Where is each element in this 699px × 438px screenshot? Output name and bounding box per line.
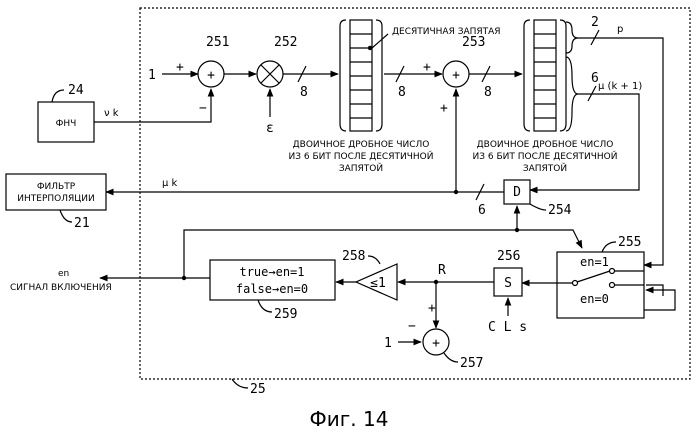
- r-label: R: [438, 263, 446, 278]
- width-8c: 8: [484, 85, 492, 100]
- sample-ref: 256: [497, 249, 520, 264]
- interp-line1: ФИЛЬТР: [37, 182, 76, 192]
- adder253-plus2: +: [440, 101, 448, 116]
- adder253-ref: 253: [462, 35, 485, 50]
- reg2-note-1: ДВОИЧНОЕ ДРОБНОЕ ЧИСЛО: [477, 140, 614, 150]
- logic-line2: false→en=0: [236, 282, 308, 296]
- adder251-minus: −: [199, 101, 207, 116]
- junction-mu-k: [454, 190, 458, 194]
- adder253-symbol: +: [452, 68, 460, 83]
- lpf-label: ФНЧ: [56, 119, 77, 129]
- epsilon-label: ε: [266, 121, 274, 136]
- comp-ref: 258: [342, 249, 365, 264]
- width-8a: 8: [300, 85, 308, 100]
- interp-line2: ИНТЕРПОЛЯЦИИ: [17, 194, 94, 204]
- adder257-ref: 257: [460, 356, 483, 371]
- adder251-plus: +: [176, 60, 184, 75]
- adder257-input: 1: [384, 336, 392, 351]
- register-1: [340, 20, 388, 131]
- interp-filter-block: ФИЛЬТР ИНТЕРПОЛЯЦИИ 21: [6, 174, 106, 231]
- switch-255: en=1 en=0 255: [557, 235, 644, 318]
- adder-257: + 257: [423, 329, 483, 371]
- figure-caption: Фиг. 14: [310, 407, 389, 431]
- mult252-ref: 252: [274, 35, 297, 50]
- multiplier-252: 252: [257, 35, 297, 87]
- system-ref: 25: [250, 382, 266, 397]
- mu-k-label: μ k: [162, 178, 178, 189]
- adder253-plus: +: [423, 60, 431, 75]
- width-8b: 8: [398, 85, 406, 100]
- en-to-switch: [578, 240, 582, 248]
- reg2-note-3: ЗАПЯТОЙ: [523, 162, 567, 174]
- adder-251: + 251: [198, 35, 229, 87]
- width-2: 2: [591, 15, 599, 30]
- width-6b: 6: [478, 203, 486, 218]
- reg2-note-2: ИЗ 6 БИТ ПОСЛЕ ДЕСЯТИЧНОЙ: [473, 150, 618, 162]
- delay-label: D: [513, 185, 521, 200]
- logic-ref: 259: [274, 307, 297, 322]
- adder251-ref: 251: [206, 35, 229, 50]
- sample-256: S 256: [494, 249, 522, 296]
- en0-input-line-b: [644, 296, 675, 310]
- logic-line1: true→en=1: [239, 265, 304, 279]
- mu-k1-label: μ (k + 1): [598, 81, 642, 92]
- register-2: [524, 20, 578, 131]
- reg1-note-3: ЗАПЯТОЙ: [339, 162, 383, 174]
- logic-259: true→en=1 false→en=0 259: [210, 260, 335, 322]
- interp-ref: 21: [74, 216, 90, 231]
- junction-en-d: [515, 228, 519, 232]
- nu-k-label: ν k: [104, 108, 119, 119]
- input-one-label: 1: [148, 68, 156, 83]
- reg1-note-2: ИЗ 6 БИТ ПОСЛЕ ДЕСЯТИЧНОЙ: [289, 150, 434, 162]
- cls-label: C L s: [488, 320, 527, 335]
- en-out-label-1: en: [58, 269, 69, 279]
- adder257-plus: +: [428, 301, 436, 316]
- en-out-label-2: СИГНАЛ ВКЛЮЧЕНИЯ: [10, 283, 112, 293]
- en0-input-line: [646, 290, 675, 296]
- lpf-ref: 24: [68, 83, 84, 98]
- delay-254: D 254: [504, 180, 572, 218]
- adder257-minus: −: [408, 319, 416, 334]
- delay-ref: 254: [548, 203, 572, 218]
- comp-label: ≤1: [370, 276, 386, 291]
- switch-pos0: en=0: [580, 292, 609, 306]
- adder257-symbol: +: [432, 336, 440, 351]
- p-label: p: [617, 24, 623, 35]
- adder-253: + 253: [443, 35, 485, 87]
- reg1-note-1: ДВОИЧНОЕ ДРОБНОЕ ЧИСЛО: [293, 140, 430, 150]
- system-ref-leader: [232, 379, 248, 388]
- comparator-258: ≤1 258: [342, 249, 397, 300]
- switch-ref: 255: [618, 235, 641, 250]
- lpf-block: ФНЧ 24: [38, 83, 94, 142]
- switch-pos1: en=1: [580, 255, 609, 269]
- adder251-symbol: +: [207, 68, 215, 83]
- sample-label: S: [504, 276, 512, 291]
